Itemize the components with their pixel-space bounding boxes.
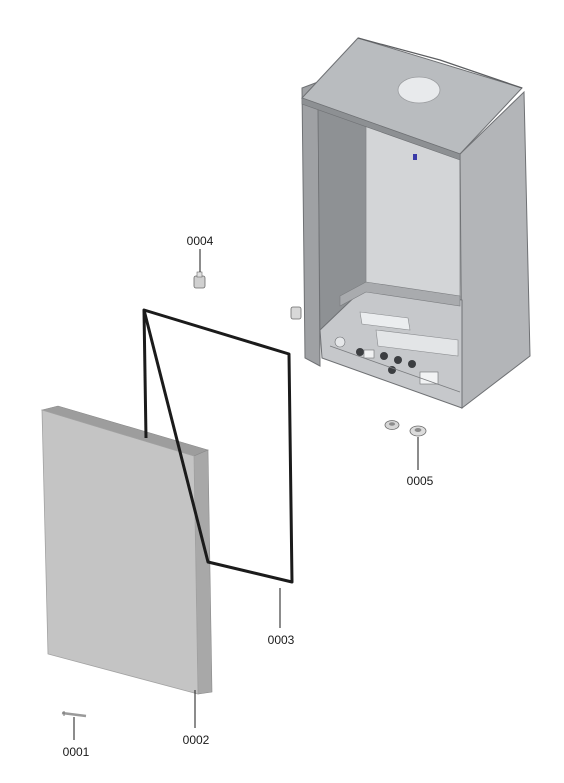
front-panel (40, 405, 213, 695)
casing-left-wall (301, 81, 321, 367)
front-panel-face (41, 409, 199, 695)
panel-gasket (142, 308, 294, 584)
casing-top-rim (357, 37, 523, 89)
clip-part (193, 271, 206, 289)
flue-opening (397, 76, 441, 104)
part-label-0003: 0003 (268, 633, 295, 647)
part-label-0005: 0005 (407, 474, 434, 488)
casing-marker (413, 154, 417, 160)
panel-screw (61, 711, 87, 718)
part-label-0004: 0004 (187, 234, 214, 248)
part-label-0002: 0002 (183, 733, 210, 747)
casing-base-tray (319, 281, 463, 409)
casing-top-lip (301, 97, 461, 161)
panel-gasket-left-edge (142, 309, 148, 439)
boiler-casing (301, 37, 531, 410)
part-label-0001: 0001 (63, 745, 90, 759)
grommet-part (384, 420, 427, 437)
clip-part-mounted (290, 306, 302, 320)
